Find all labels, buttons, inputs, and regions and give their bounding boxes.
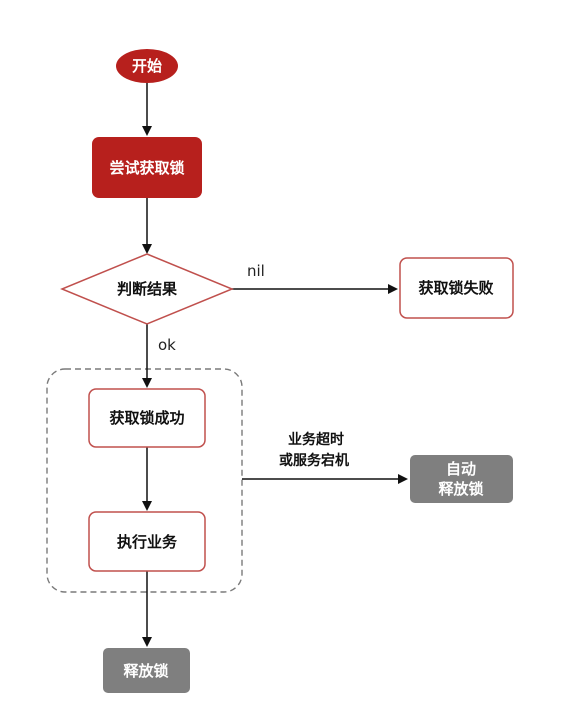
lock-fail-node-label: 获取锁失败 [418, 279, 493, 297]
lock-fail-node [399, 257, 514, 319]
lock-success-node [88, 388, 206, 448]
ok-label: ok [158, 336, 176, 354]
nil-label: nil [247, 262, 265, 280]
auto-release-line-2: 释放锁 [438, 480, 483, 498]
judge-decision-node [60, 253, 234, 325]
try-lock-node-label: 尝试获取锁 [109, 159, 184, 177]
start-node [116, 49, 178, 83]
dashed-group-box [46, 368, 243, 593]
try-lock-node [92, 137, 202, 198]
auto-release-line-1: 自动 [446, 460, 476, 478]
judge-decision-label: 判断结果 [117, 280, 178, 298]
execute-node-label: 执行业务 [117, 533, 178, 551]
start-node-label: 开始 [132, 57, 162, 75]
lock-success-node-label: 获取锁成功 [109, 409, 184, 427]
execute-node [88, 511, 206, 572]
auto-release-node [410, 455, 513, 503]
release-node-label: 释放锁 [123, 662, 168, 680]
timeout-label-line-2: 或服务宕机 [279, 452, 349, 469]
release-node [103, 648, 190, 693]
timeout-label-line-1: 业务超时 [288, 431, 344, 448]
